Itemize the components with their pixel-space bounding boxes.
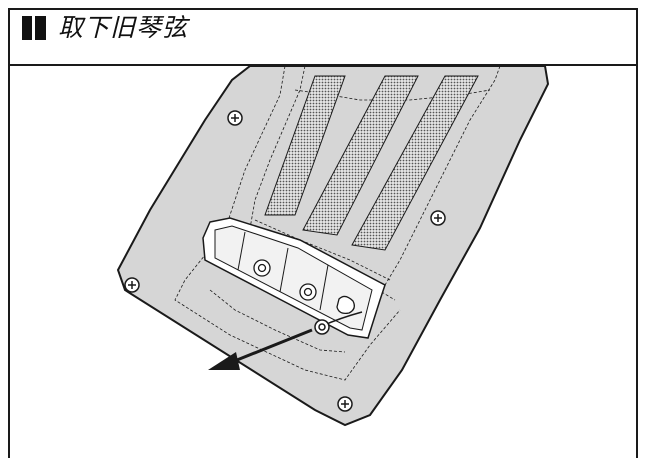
- grille-strip-3: [351, 75, 479, 251]
- step-marker-gap: [32, 16, 35, 40]
- screws: [124, 110, 446, 412]
- screw-icon: [124, 277, 140, 293]
- step-title: 取下旧琴弦: [58, 13, 189, 42]
- step-marker-icon: [22, 16, 46, 40]
- screw-icon: [227, 110, 243, 126]
- string-ball-end: [314, 311, 363, 335]
- step-header: [8, 8, 638, 66]
- string-anchor-icon: [336, 295, 355, 315]
- string-anchor-icon: [253, 259, 271, 277]
- grille-strip-2: [302, 75, 419, 236]
- instruction-frame: [8, 8, 638, 458]
- string-anchor-icon: [299, 283, 317, 301]
- grille-strips: [264, 75, 479, 251]
- screw-icon: [430, 210, 446, 226]
- string-anchors: [253, 259, 355, 315]
- pull-arrow-icon: [208, 328, 313, 370]
- back-panel: [116, 66, 550, 427]
- screw-icon: [337, 396, 353, 412]
- grille-strip-1: [264, 75, 346, 216]
